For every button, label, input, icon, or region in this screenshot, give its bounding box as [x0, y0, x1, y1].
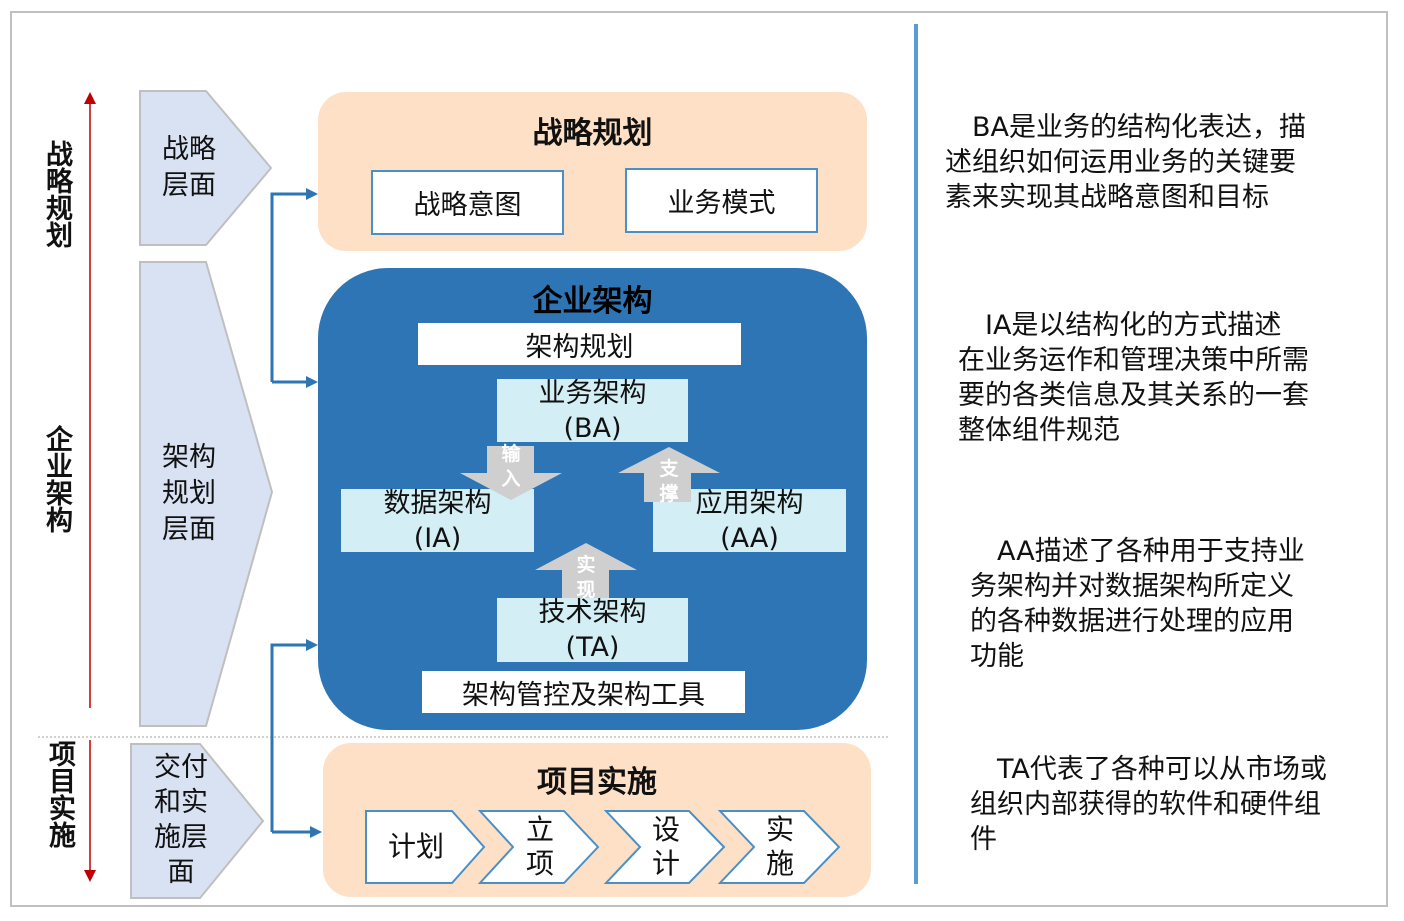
axis-label-enterprise: 企业架构 [41, 425, 72, 533]
description-ba: BA是业务的结构化表达，描 述组织如何运用业务的关键要 素来实现其战略意图和目标 [945, 112, 1306, 213]
connector-arrow-icon [310, 826, 322, 838]
description-ta: TA代表了各种可以从市场或 组织内部获得的软件和硬件组 件 [970, 754, 1327, 855]
layer-label-strategy: 战略 层面 [162, 134, 216, 201]
support-arrow-label: 支 撑 [659, 458, 679, 505]
arch-box-aa: 应用架构 (AA) [653, 488, 846, 554]
description-aa: AA描述了各种用于支持业 务架构并对数据架构所定义 的各种数据进行处理的应用 功… [970, 536, 1305, 672]
step-chevron-design [603, 810, 726, 884]
diagram-frame [10, 11, 1388, 907]
axis-label-project: 项目实施 [44, 740, 75, 848]
connector-arrow-icon [306, 639, 318, 651]
step-chevron-implement [717, 810, 841, 884]
axis-arrow-down-icon [84, 870, 96, 882]
step-chevron-plan [365, 810, 486, 884]
arch-box-ba: 业务架构 (BA) [497, 378, 688, 444]
step-label-initiate: 立 项 [525, 813, 554, 880]
axis-label-strategy: 战略规划 [41, 140, 72, 248]
step-label-plan: 计划 [387, 830, 444, 863]
connector-arrow-icon [306, 188, 318, 200]
step-label-implement: 实 施 [765, 813, 794, 880]
connector-ea-bottom [270, 643, 308, 832]
layer-label-delivery: 交付 和实 施层 面 [154, 752, 208, 888]
connector-arrow-icon [306, 376, 318, 388]
layer-shape-architecture [139, 261, 274, 727]
ea-governance-bar: 架构管控及架构工具 [422, 671, 745, 713]
step-chevron-initiate [477, 810, 600, 884]
project-panel-title: 项目实施 [537, 765, 657, 800]
step-label-design: 设 计 [651, 813, 680, 880]
description-ia: IA是以结构化的方式描述 在业务运作和管理决策中所需 要的各类信息及其关系的一套… [958, 310, 1309, 446]
ea-planning-bar: 架构规划 [418, 323, 741, 365]
connector-strategy [270, 192, 308, 382]
layer-shape-strategy [139, 90, 273, 246]
realize-arrow-label: 实 现 [576, 554, 596, 601]
strategy-item-business-model: 业务模式 [625, 168, 818, 233]
input-arrow-label: 输 入 [501, 443, 521, 490]
strategy-item-intent: 战略意图 [371, 170, 564, 235]
arch-box-ta: 技术架构 (TA) [497, 597, 688, 663]
ea-panel-title: 企业架构 [532, 284, 653, 319]
axis-arrow-up-icon [84, 92, 96, 104]
layer-shape-delivery [130, 743, 265, 899]
strategy-panel-title: 战略规划 [532, 116, 653, 151]
layer-label-architecture: 架构 规划 层面 [162, 442, 216, 545]
